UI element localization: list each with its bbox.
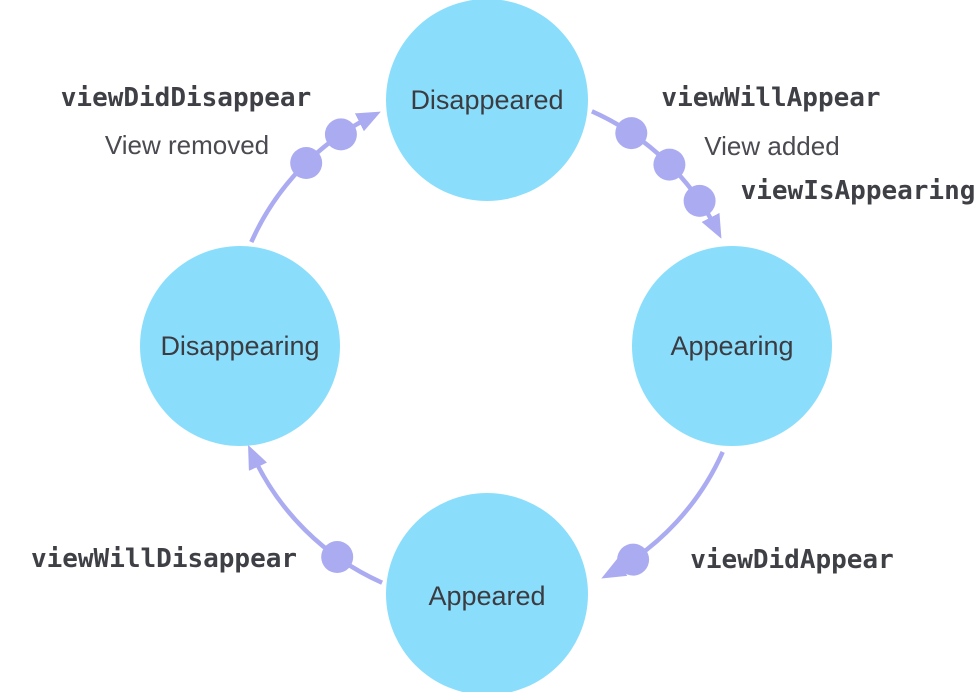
event-label-view-did-appear: viewDidAppear — [690, 545, 894, 575]
note-label-view-removed: View removed — [105, 130, 269, 160]
state-circle-disappearing — [140, 246, 340, 446]
arc-appeared-to-disappearing — [248, 444, 384, 585]
state-circle-appeared — [386, 493, 588, 692]
dot-view-is-appearing — [683, 184, 716, 217]
state-appeared: Appeared — [386, 493, 588, 692]
transition-labels: viewWillAppear View added viewIsAppearin… — [31, 83, 975, 575]
state-label-appearing: Appearing — [670, 331, 793, 361]
event-label-view-will-disappear: viewWillDisappear — [31, 544, 297, 574]
state-disappearing: Disappearing — [140, 246, 340, 446]
event-label-view-is-appearing: viewIsAppearing — [741, 176, 976, 206]
dot-view-did-appear — [617, 543, 650, 576]
dot-view-added — [653, 148, 686, 181]
event-label-view-will-appear: viewWillAppear — [661, 83, 880, 113]
event-label-view-did-disappear: viewDidDisappear — [61, 83, 311, 113]
dot-view-will-disappear — [321, 541, 354, 573]
state-appearing: Appearing — [632, 246, 832, 446]
note-label-view-added: View added — [704, 131, 839, 161]
dot-view-removed — [290, 147, 323, 179]
state-label-disappearing: Disappearing — [160, 331, 319, 361]
dot-view-will-appear — [615, 117, 648, 150]
state-label-disappeared: Disappeared — [410, 85, 563, 115]
state-circle-disappeared — [386, 0, 588, 201]
dot-view-did-disappear — [324, 118, 357, 151]
state-label-appeared: Appeared — [428, 581, 545, 611]
state-disappeared: Disappeared — [386, 0, 588, 201]
state-circle-appearing — [632, 246, 832, 446]
event-dots — [290, 117, 716, 576]
